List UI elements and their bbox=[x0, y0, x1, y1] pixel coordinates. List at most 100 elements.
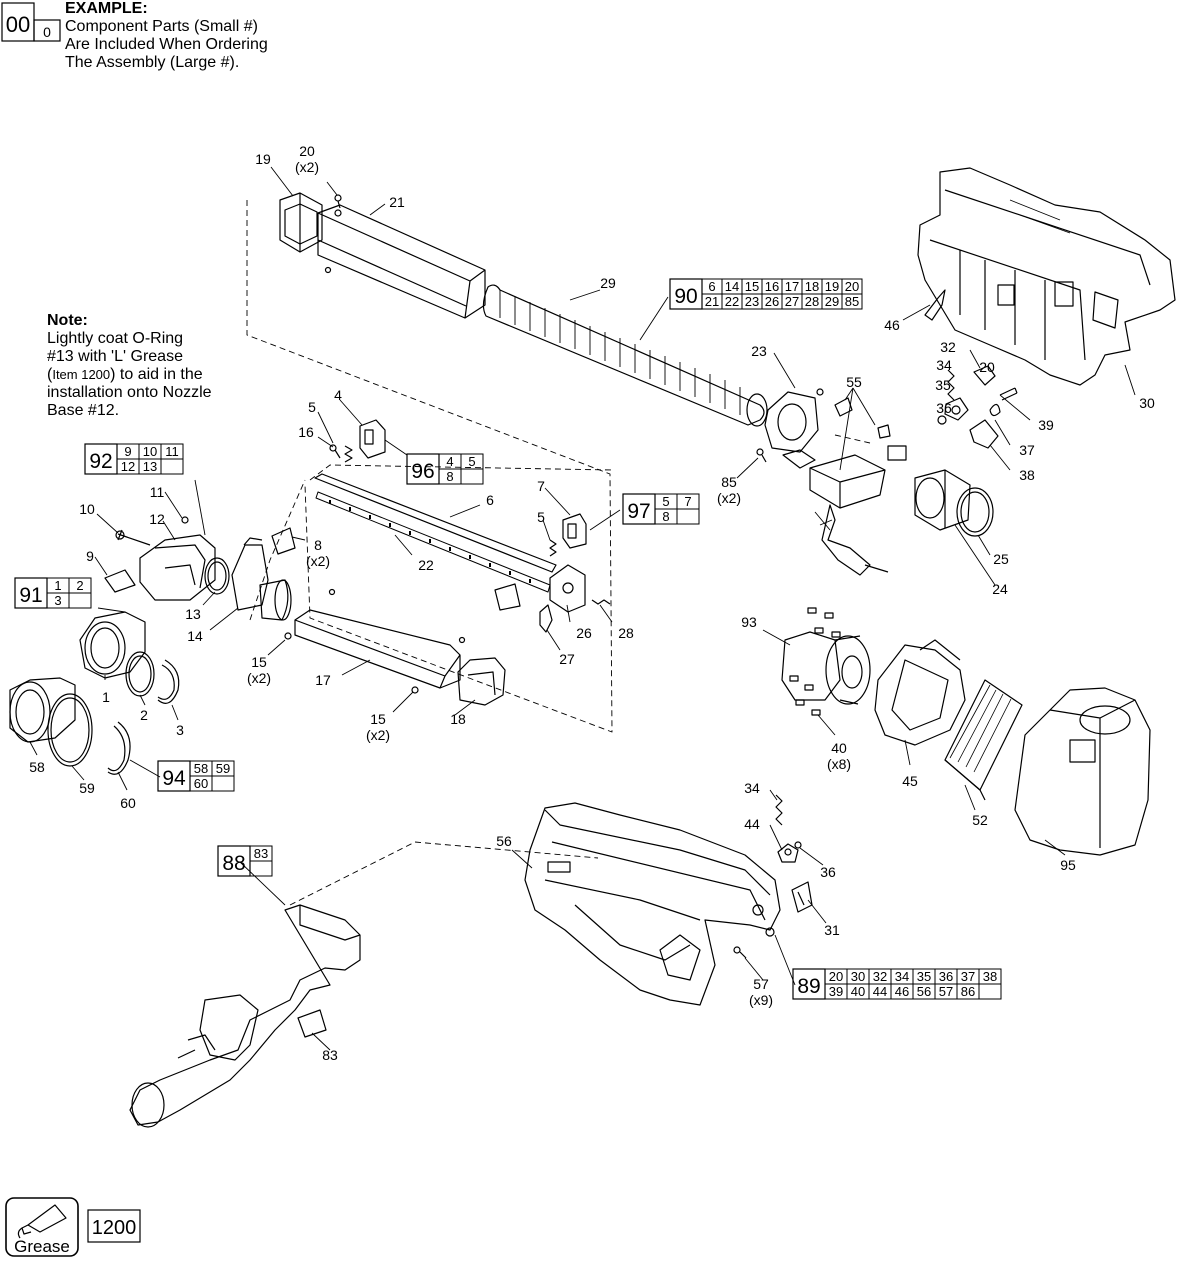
part-14-body-icon bbox=[231, 537, 292, 621]
component-number: 16 bbox=[765, 279, 779, 294]
callout-17: 17 bbox=[315, 672, 331, 688]
callout-13: 13 bbox=[185, 606, 201, 622]
callout-5: 5 bbox=[537, 509, 545, 525]
callout-95: 95 bbox=[1060, 857, 1076, 873]
component-number: 17 bbox=[785, 279, 799, 294]
callout-12: 12 bbox=[149, 511, 165, 527]
component-number: 3 bbox=[54, 593, 61, 608]
assembly-number: 91 bbox=[19, 584, 42, 607]
part-19-clamp-icon bbox=[279, 192, 323, 253]
note-line-1: Lightly coat O-Ring bbox=[47, 330, 184, 347]
part-45-fan-housing-icon bbox=[874, 639, 966, 746]
part-8-clip-icon bbox=[271, 527, 521, 611]
callout-x2: (x2) bbox=[366, 727, 390, 743]
component-number: 30 bbox=[851, 969, 865, 984]
assembly-number: 89 bbox=[797, 975, 820, 998]
callout-56: 56 bbox=[496, 833, 512, 849]
part-35-valve-icon bbox=[944, 397, 969, 421]
callout-32: 32 bbox=[940, 339, 956, 355]
part-7-block-icon bbox=[562, 513, 587, 549]
callout-40: 40 bbox=[831, 740, 847, 756]
callout-10: 10 bbox=[79, 501, 95, 517]
note-line-2: #13 with 'L' Grease bbox=[47, 348, 183, 365]
part-12-nozzle-base-icon bbox=[139, 534, 216, 601]
legend-line-2: Are Included When Ordering bbox=[65, 36, 268, 53]
part-38-flap-icon bbox=[969, 419, 999, 449]
callout-x2: (x2) bbox=[306, 553, 330, 569]
component-number: 20 bbox=[845, 279, 859, 294]
callout-83: 83 bbox=[322, 1047, 338, 1063]
callout-x8: (x8) bbox=[827, 756, 851, 772]
component-number: 20 bbox=[829, 969, 843, 984]
component-number: 38 bbox=[983, 969, 997, 984]
component-number: 27 bbox=[785, 294, 799, 309]
callout-5: 5 bbox=[308, 399, 316, 415]
component-number: 39 bbox=[829, 984, 843, 999]
component-number: 36 bbox=[939, 969, 953, 984]
part-36-screw-icon bbox=[937, 415, 947, 425]
legend-line-3: The Assembly (Large #). bbox=[65, 54, 240, 71]
callout-26: 26 bbox=[576, 625, 592, 641]
callout-52: 52 bbox=[972, 812, 988, 828]
part-30-housing-icon bbox=[917, 167, 1176, 386]
legend-small-number: 0 bbox=[43, 24, 51, 40]
part-52-filter-icon bbox=[944, 679, 1023, 801]
callout-21: 21 bbox=[389, 194, 405, 210]
part-93-motor-icon bbox=[781, 631, 871, 705]
dashed-link bbox=[309, 464, 613, 481]
assembly-number: 90 bbox=[674, 285, 697, 308]
legend-title: EXAMPLE: bbox=[65, 0, 148, 17]
legend-text: EXAMPLE: Component Parts (Small #) Are I… bbox=[65, 0, 268, 72]
component-number: 5 bbox=[468, 454, 475, 469]
callout-34: 34 bbox=[744, 780, 760, 796]
part-34-spring-icon bbox=[947, 369, 955, 401]
part-83-label-icon bbox=[297, 1009, 327, 1038]
component-number: 4 bbox=[446, 454, 453, 469]
callout-2: 2 bbox=[140, 707, 148, 723]
component-number: 28 bbox=[805, 294, 819, 309]
part-60-retaining-ring-icon bbox=[107, 721, 131, 775]
component-number: 11 bbox=[165, 444, 179, 459]
part-85-screw-icon bbox=[756, 448, 767, 463]
component-number: 58 bbox=[194, 761, 208, 776]
callout-45: 45 bbox=[902, 773, 918, 789]
note-line-5: Base #12. bbox=[47, 402, 120, 419]
note-paren-open: ( bbox=[47, 366, 53, 383]
callout-58: 58 bbox=[29, 759, 45, 775]
grease-icon bbox=[5, 1197, 79, 1257]
component-number: 9 bbox=[124, 444, 131, 459]
callout-39: 39 bbox=[1038, 417, 1054, 433]
component-number: 2 bbox=[76, 578, 83, 593]
callout-29: 29 bbox=[600, 275, 616, 291]
line-art bbox=[5, 167, 1176, 1257]
part-5-spring-icon bbox=[344, 445, 353, 463]
component-number: 35 bbox=[917, 969, 931, 984]
callout-15: 15 bbox=[370, 711, 386, 727]
note-block: Note: Lightly coat O-Ring #13 with 'L' G… bbox=[47, 312, 212, 420]
part-29-hose-icon bbox=[482, 284, 768, 427]
callout-85: 85 bbox=[721, 474, 737, 490]
callout-6: 6 bbox=[486, 492, 494, 508]
dashed-outline-upper bbox=[246, 200, 613, 733]
component-number: 12 bbox=[121, 459, 135, 474]
part-44-valve-icon bbox=[777, 843, 799, 863]
callout-20: 20 bbox=[299, 143, 315, 159]
component-number: 60 bbox=[194, 776, 208, 791]
part-18-clamp-icon bbox=[457, 657, 506, 706]
callout-18: 18 bbox=[450, 711, 466, 727]
component-number: 18 bbox=[805, 279, 819, 294]
part-31-latch-icon bbox=[791, 881, 813, 913]
callout-x2: (x2) bbox=[247, 670, 271, 686]
callout-60: 60 bbox=[120, 795, 136, 811]
callout-x9: (x9) bbox=[749, 992, 773, 1008]
callout-8: 8 bbox=[314, 537, 322, 553]
callout-7: 7 bbox=[537, 478, 545, 494]
part-17-half-tube-icon bbox=[294, 588, 466, 689]
component-number: 56 bbox=[917, 984, 931, 999]
part-36b-screw-icon bbox=[794, 841, 802, 849]
leader-lines bbox=[29, 166, 1136, 1051]
component-number: 5 bbox=[662, 494, 669, 509]
